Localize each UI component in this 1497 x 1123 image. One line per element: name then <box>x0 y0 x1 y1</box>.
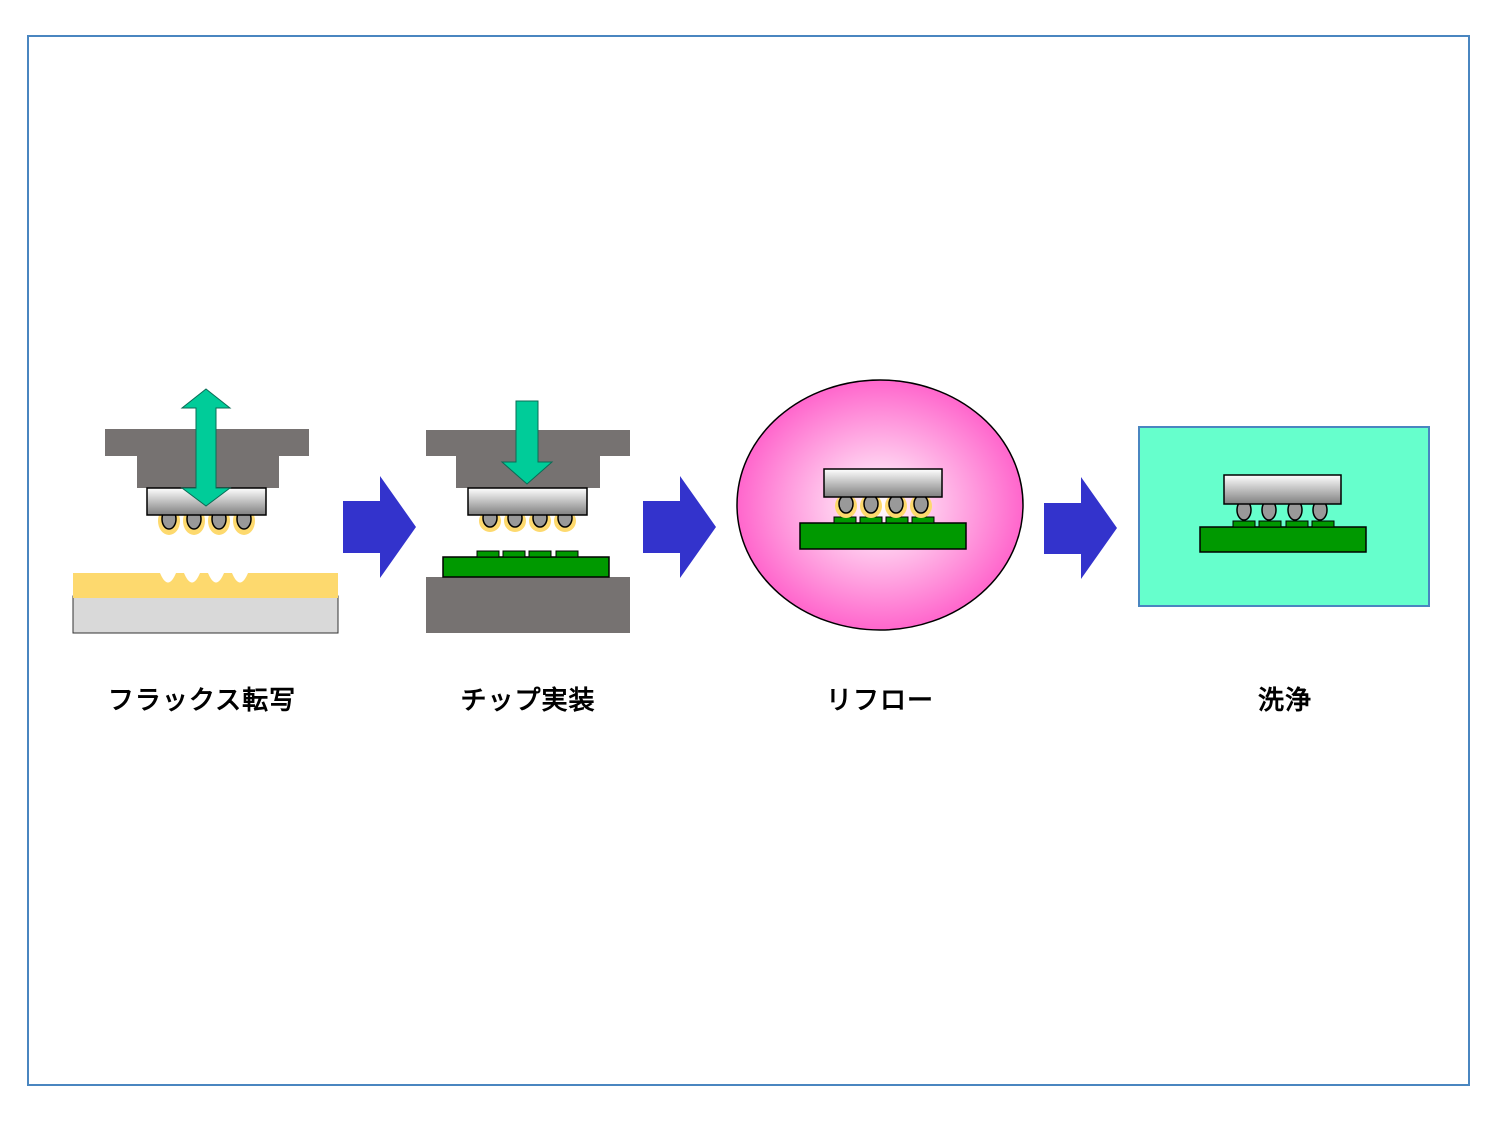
chip <box>467 487 588 516</box>
substrate-pads <box>476 550 579 558</box>
substrate-pads <box>1232 520 1335 528</box>
reflow-illustration <box>736 379 1024 631</box>
cleaning-bath <box>1138 426 1430 607</box>
flux-transfer-illustration <box>72 388 339 634</box>
substrate <box>1199 526 1367 553</box>
step-label-reflow: リフロー <box>825 686 934 716</box>
substrate <box>442 556 610 578</box>
flow-arrow-icon <box>343 476 416 578</box>
chip <box>823 468 943 498</box>
solder-joints <box>1236 499 1328 521</box>
chip <box>1223 474 1342 505</box>
cleaning-illustration <box>1138 426 1430 607</box>
substrate <box>799 522 967 550</box>
step-label-flux-transfer: フラックス転写 <box>107 686 297 716</box>
stage-block <box>426 577 630 633</box>
flux-dents <box>160 573 248 583</box>
double-vertical-arrow-icon <box>180 388 232 507</box>
step-label-chip-mounting: チップ実装 <box>460 686 596 716</box>
flux-layer <box>73 573 338 598</box>
flow-arrow-icon <box>643 476 716 578</box>
down-arrow-icon <box>500 400 554 485</box>
substrate-plate <box>72 595 339 634</box>
chip-mounting-illustration <box>426 400 630 633</box>
flow-arrow-icon <box>1044 477 1117 579</box>
diagram-frame <box>27 35 1470 1086</box>
step-label-cleaning: 洗浄 <box>1257 686 1312 716</box>
